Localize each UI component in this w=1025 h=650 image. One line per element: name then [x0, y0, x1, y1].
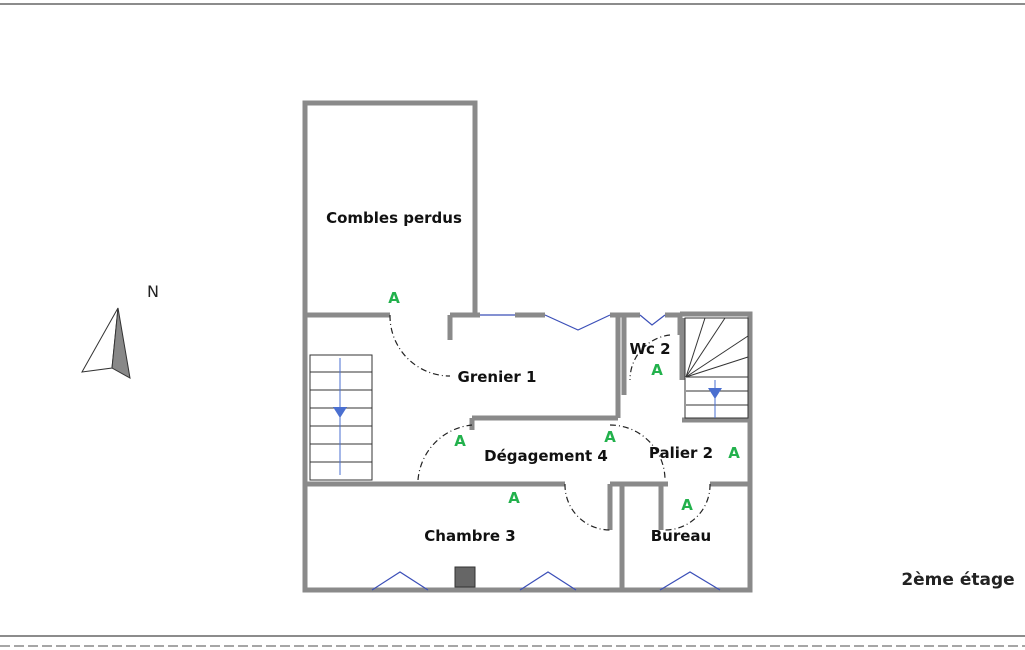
marker-degagement-4: A: [604, 428, 616, 446]
room-label-wc-2: Wc 2: [629, 340, 670, 358]
room-label-grenier-1: Grenier 1: [458, 368, 537, 386]
walls: [302, 100, 753, 593]
stair-arrow-icon: [708, 388, 722, 399]
room-label-bureau: Bureau: [651, 527, 711, 545]
marker-chambre-3: A: [508, 489, 520, 507]
marker-wc-2: A: [651, 361, 663, 379]
room-label-chambre-3: Chambre 3: [424, 527, 515, 545]
room-label-combles-perdus: Combles perdus: [326, 209, 462, 227]
staircase-right: [684, 317, 749, 419]
marker-bureau: A: [681, 496, 693, 514]
stair-arrow-icon: [333, 407, 347, 418]
marker-palier-2: A: [728, 444, 740, 462]
floor-label: 2ème étage: [901, 570, 1014, 590]
doors: [389, 314, 711, 531]
windows: [371, 314, 721, 591]
north-arrow-icon: [81, 307, 131, 379]
marker-grenier-1: A: [454, 432, 466, 450]
north-label: N: [147, 282, 159, 301]
staircase-left: [309, 354, 373, 481]
marker-combles-perdus: A: [388, 289, 400, 307]
room-label-palier-2: Palier 2: [649, 444, 713, 462]
room-label-degagement-4: Dégagement 4: [484, 447, 608, 465]
